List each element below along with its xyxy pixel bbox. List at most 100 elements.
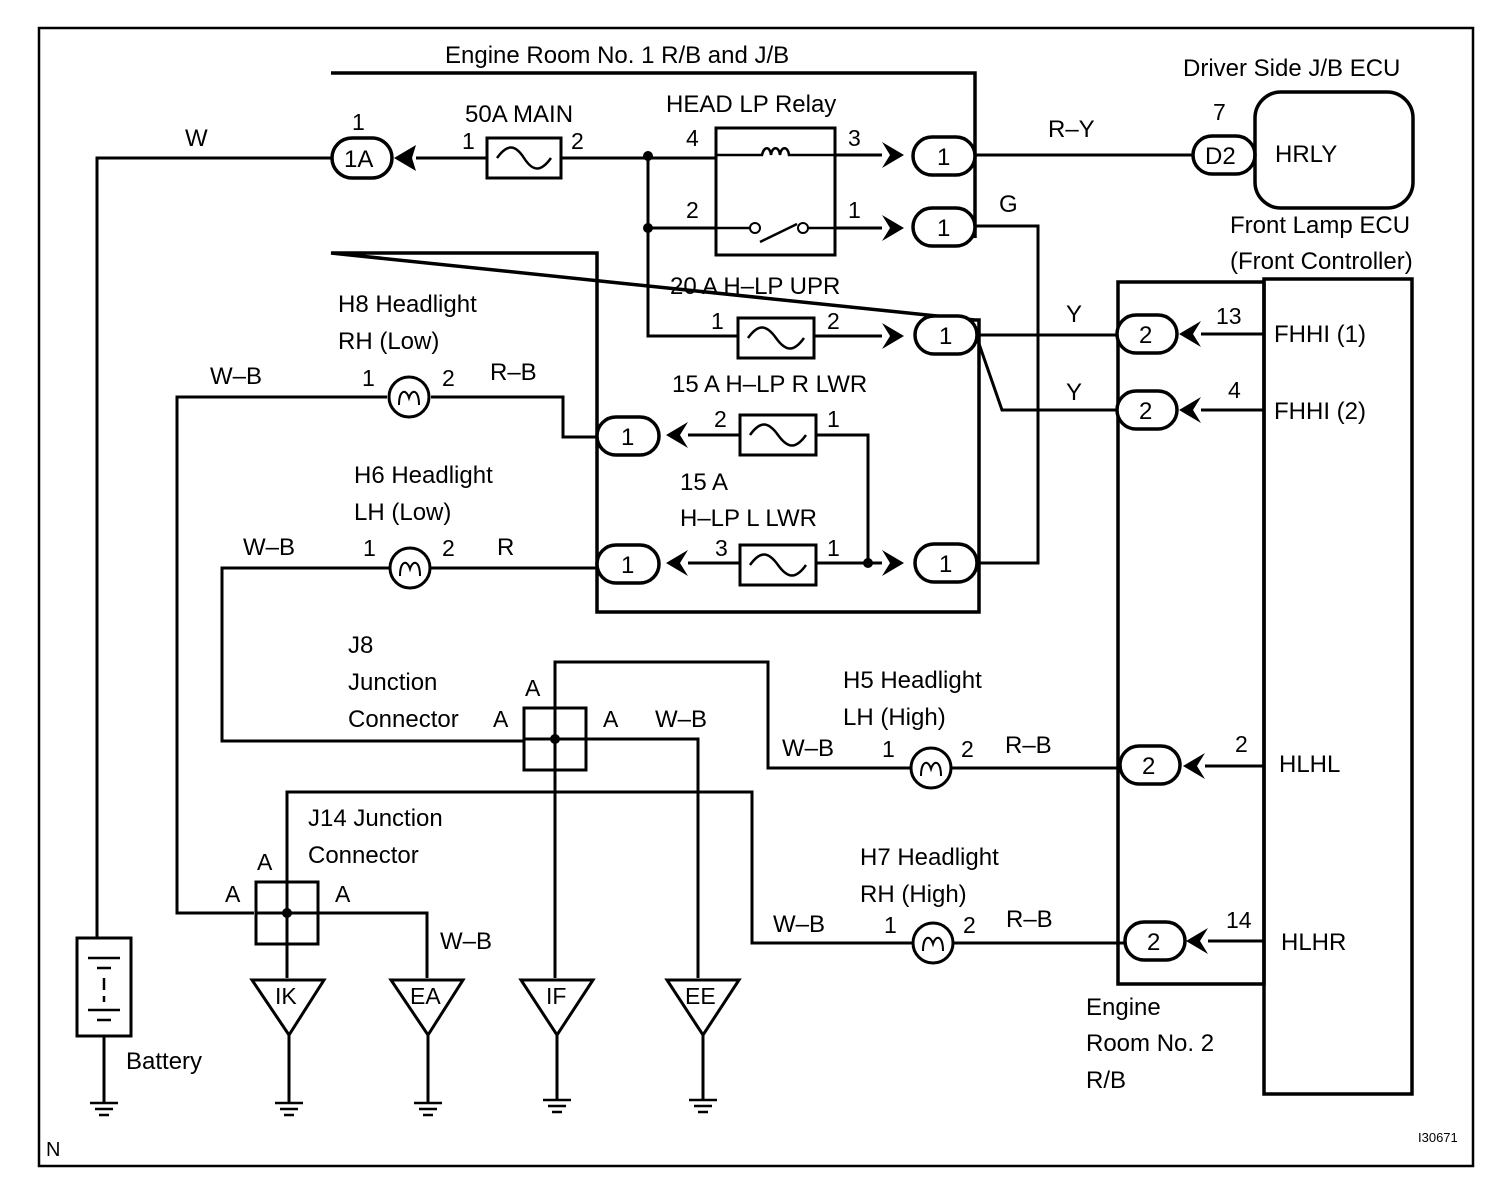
j8-junction-dot [550, 734, 560, 744]
fuse-hlp-upr-element [746, 326, 806, 350]
diagram-frame [37, 26, 1475, 1168]
relay-switch [716, 222, 835, 244]
fhhi2-terminal [1179, 397, 1201, 423]
connector-1a-label: 1A [344, 146, 373, 173]
fuse-hlp-r-lwr-element [748, 423, 808, 447]
wire-h6-wb [220, 566, 524, 743]
h8-label-1: H8 Headlight [338, 291, 477, 318]
ecu-pin-2: 2 [1235, 731, 1248, 757]
hlhl-label: HLHL [1279, 751, 1340, 778]
hlhl-terminal [1183, 753, 1205, 779]
battery-label: Battery [126, 1048, 202, 1075]
h7-pin-1: 1 [884, 912, 897, 938]
wire-w [95, 156, 333, 938]
j8-label-2: Junction [348, 669, 437, 696]
llwr-pin-1: 1 [827, 535, 840, 561]
front-lamp-ecu-label: Front Lamp ECU [1230, 212, 1410, 239]
wire-h5-wb-label: W–B [782, 735, 834, 762]
h8-pin-2: 2 [442, 365, 455, 391]
h6-label-1: H6 Headlight [354, 462, 493, 489]
h5-pin-1: 1 [882, 736, 895, 762]
connector-fhhi1-label: 2 [1139, 322, 1152, 349]
connector-upr-label: 1 [939, 323, 952, 350]
j14-label-1: J14 Junction [308, 805, 443, 832]
h5-filament [920, 761, 942, 777]
relay-pin-2: 2 [686, 197, 699, 223]
connector-llwr-out-label: 1 [621, 552, 634, 579]
junction-dot-3 [863, 558, 873, 568]
ground-ik-symbol [249, 978, 327, 1038]
h6-label-2: LH (Low) [354, 499, 451, 526]
wire-j14-right [318, 911, 429, 978]
ground-if-icon [543, 1098, 571, 1114]
ground-ik-label: IK [275, 983, 297, 1009]
relay-pin-3: 3 [848, 125, 861, 151]
llwr-out-terminal [666, 550, 688, 576]
j8-pin-left: A [493, 706, 509, 732]
wire-j14-wb-label: W–B [440, 928, 492, 955]
h7-label-2: RH (High) [860, 881, 967, 908]
j14-junction-dot [282, 908, 292, 918]
fhhi1-terminal [1179, 321, 1201, 347]
engine-room-no1-label: Engine Room No. 1 R/B and J/B [445, 42, 789, 69]
wire-y2 [975, 337, 1117, 412]
ecu-pin-13: 13 [1216, 303, 1242, 329]
connector-1a-pin: 1 [352, 109, 365, 135]
fhhi1-label: FHHI (1) [1274, 321, 1366, 348]
corner-n-label: N [46, 1139, 60, 1161]
hlhr-terminal [1186, 928, 1208, 954]
connector-1a-terminal [394, 145, 416, 171]
connector-relay1-label: 1 [937, 215, 950, 242]
connector-hlhr-label: 2 [1147, 929, 1160, 956]
h7-label-1: H7 Headlight [860, 844, 999, 871]
j14-label-2: Connector [308, 842, 419, 869]
front-controller-label: (Front Controller) [1230, 248, 1413, 275]
rlwr-terminal [666, 422, 688, 448]
wire-j8-top [553, 660, 910, 770]
engine-room-no1-box [330, 71, 981, 614]
hrly-label: HRLY [1275, 141, 1337, 168]
h5-label-1: H5 Headlight [843, 667, 982, 694]
ecu-pin-4: 4 [1228, 377, 1241, 403]
battery-ground-icon [90, 1101, 118, 1117]
fuse-l-lwr-label-a: 15 A [680, 469, 728, 496]
connector-llwr-out [595, 543, 661, 585]
rlwr-pin-1: 1 [827, 406, 840, 432]
wire-h8-wb-label: W–B [210, 363, 262, 390]
wire-h7-rb-label: R–B [1006, 906, 1053, 933]
main-pin-2: 2 [571, 128, 584, 154]
ground-ee-label: EE [685, 983, 716, 1009]
wire-g-label: G [999, 191, 1018, 218]
engine-room-no2-label-1: Engine [1086, 994, 1161, 1021]
upr-pin-1: 1 [711, 308, 724, 334]
fuse-50a-main-element [495, 146, 553, 170]
wire-h6-r-label: R [497, 534, 514, 561]
wire-h8-rb [431, 395, 597, 439]
wire-h6-wb-label: W–B [243, 534, 295, 561]
wire-y1-label: Y [1066, 301, 1082, 328]
connector-1a [330, 136, 394, 180]
ground-ee-icon [689, 1098, 717, 1114]
engine-room-no2-label-2: Room No. 2 [1086, 1030, 1214, 1057]
engine-room-no2-label-3: R/B [1086, 1067, 1126, 1094]
wire-rlwr-in [816, 433, 870, 563]
driver-side-jb-ecu-label: Driver Side J/B ECU [1183, 55, 1400, 82]
connector-d2-label: D2 [1205, 143, 1236, 170]
h5-pin-2: 2 [961, 736, 974, 762]
figure-code-label: I30671 [1418, 1130, 1458, 1145]
relay-switch-contact-1 [749, 222, 761, 234]
relay-pin-1: 1 [848, 197, 861, 223]
relay-switch-contact-2 [797, 222, 809, 234]
connector-hlhl-label: 2 [1142, 753, 1155, 780]
fuse-upr-label: 20 A H–LP UPR [670, 273, 840, 300]
relay3-terminal [882, 142, 904, 168]
h8-label-2: RH (Low) [338, 328, 439, 355]
ground-ea-label: EA [410, 983, 441, 1009]
main-pin-1: 1 [462, 128, 475, 154]
hlhr-label: HLHR [1281, 929, 1346, 956]
connector-hlhr [1123, 920, 1187, 962]
wire-h5-rb-label: R–B [1005, 732, 1052, 759]
wire-h8-wb [175, 395, 387, 915]
wire-w-label: W [185, 125, 208, 152]
relay1-terminal [882, 215, 904, 241]
